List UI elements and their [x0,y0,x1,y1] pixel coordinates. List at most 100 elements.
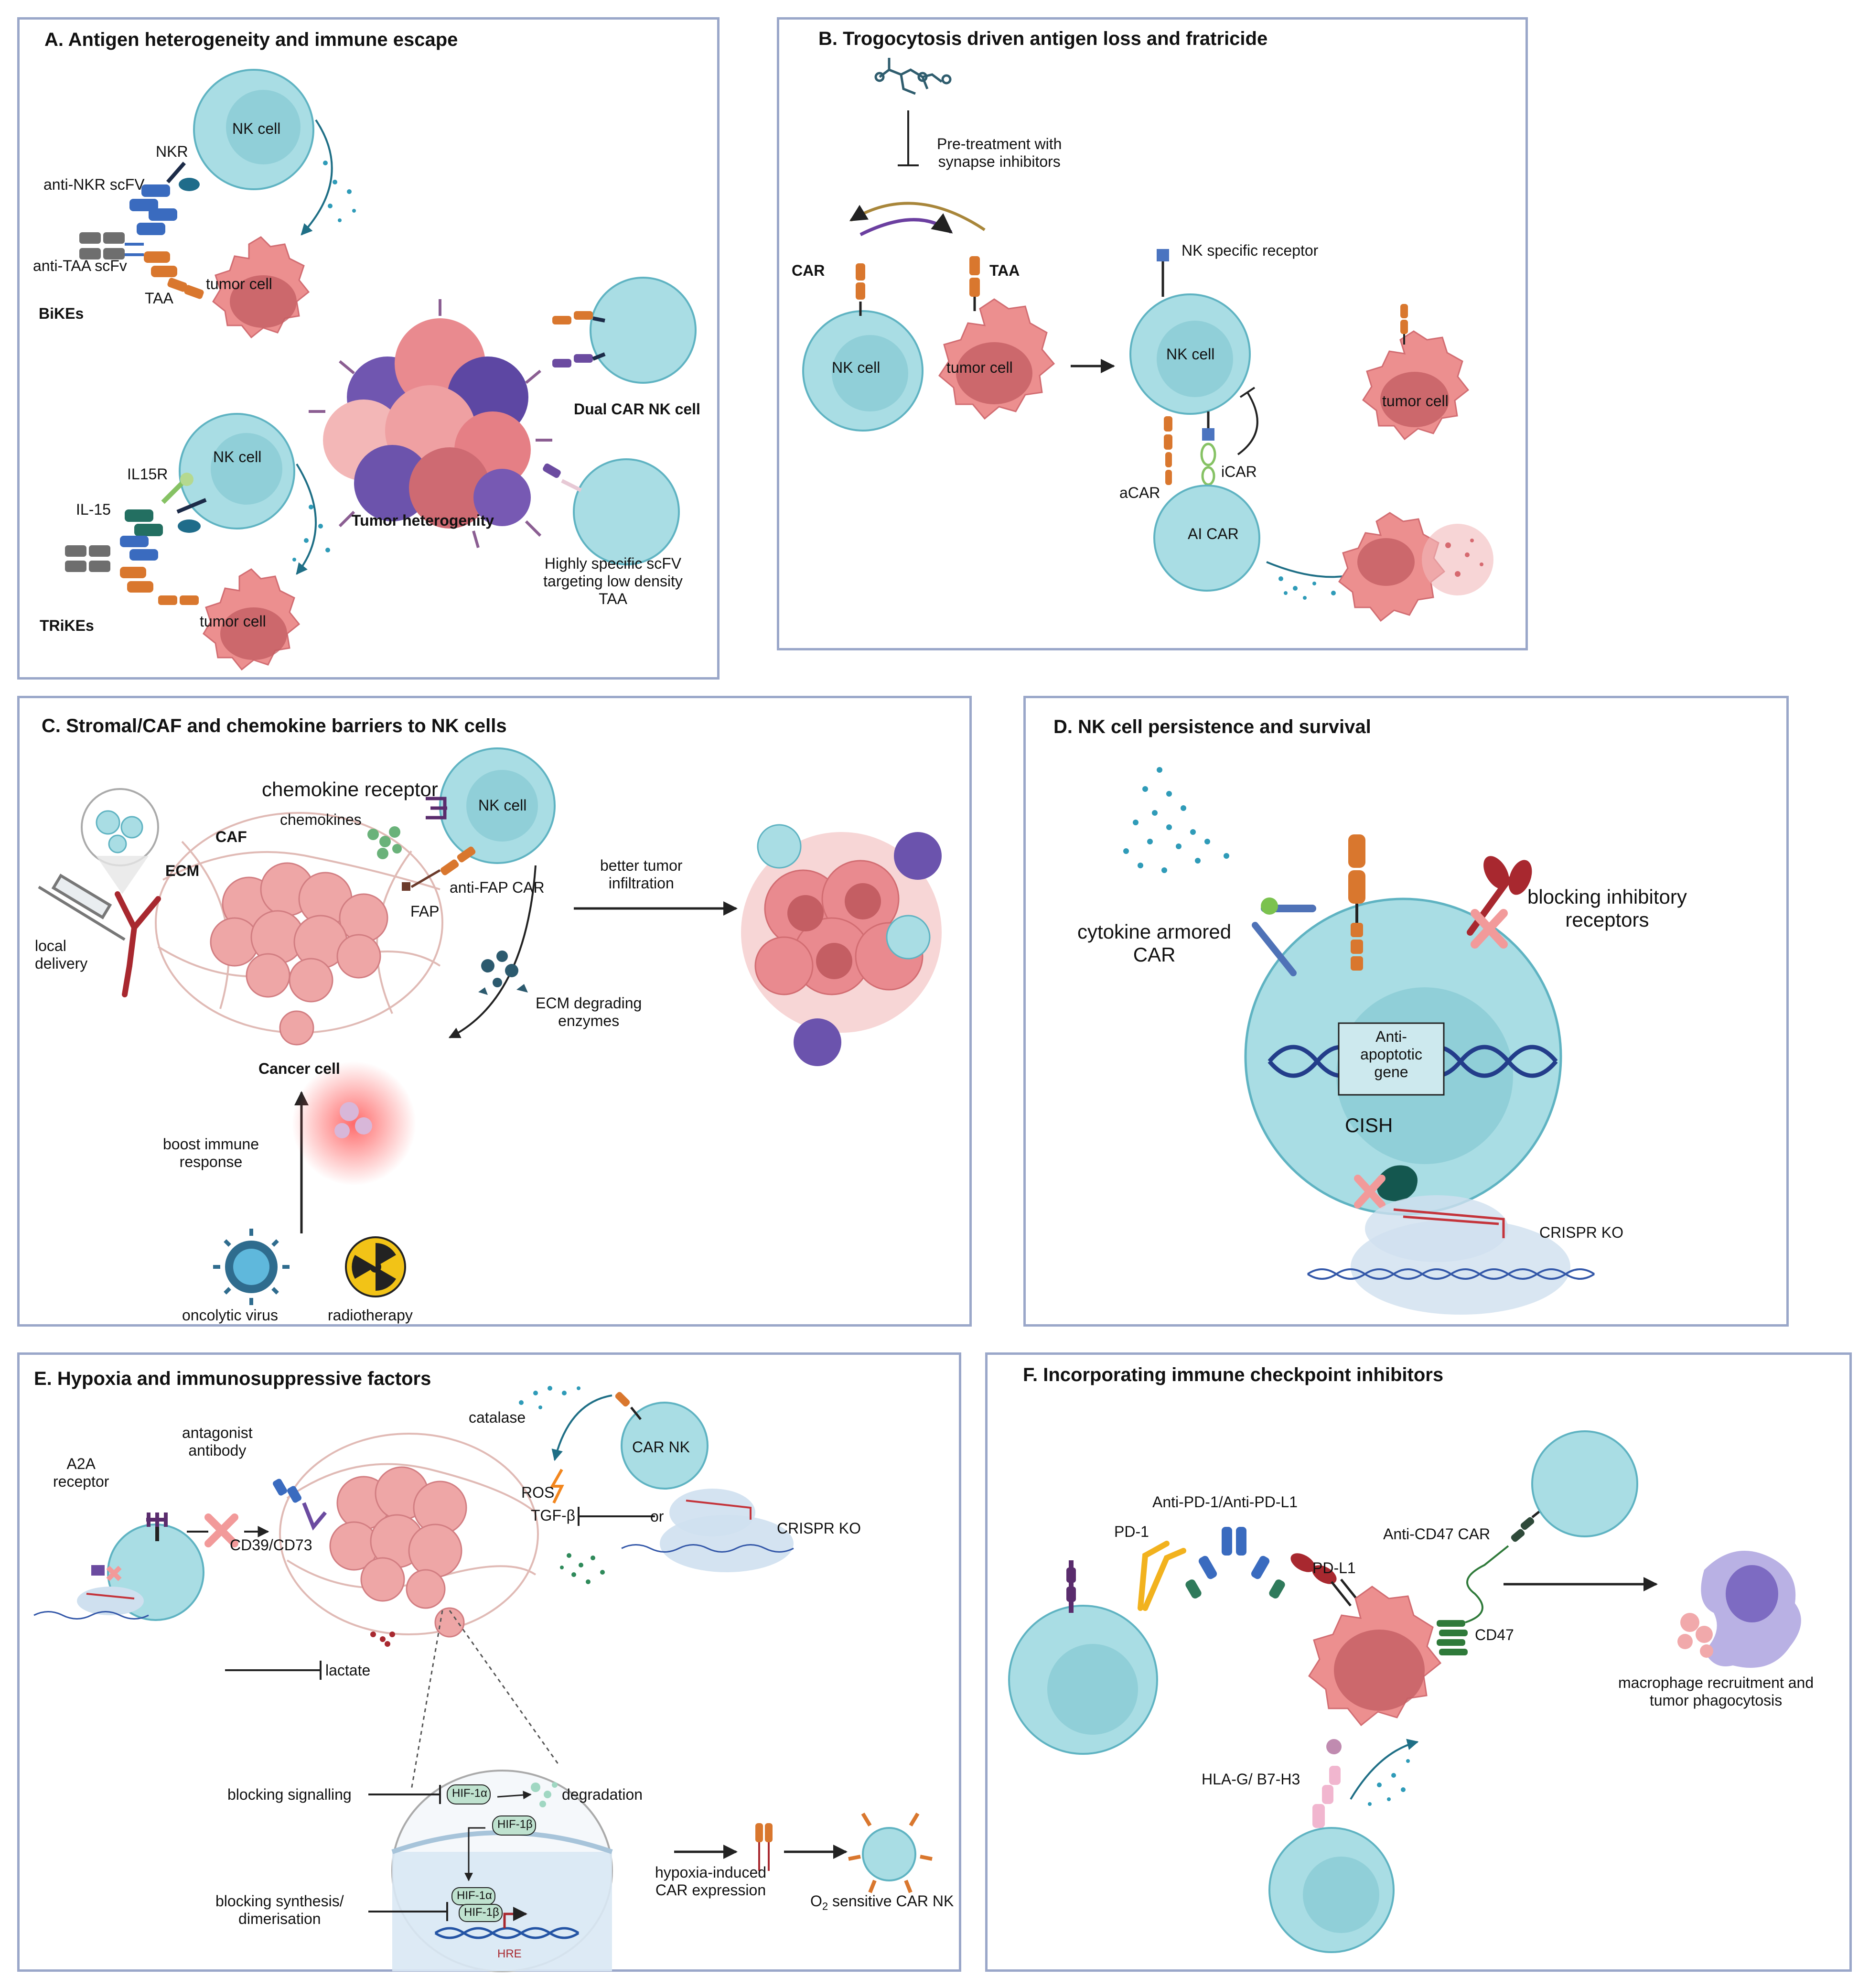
anti-nkr-scfv-icon [129,184,177,235]
panel-a-title: A. Antigen heterogeneity and immune esca… [44,29,458,50]
label-blocking-inhibitory: blocking inhibitory receptors [1527,886,1687,931]
ecm-enzymes-icon [478,951,528,995]
inhibition-line [898,110,919,166]
label-anti-fap-car: anti-FAP CAR [450,879,545,896]
panel-c: C. Stromal/CAF and chemokine barriers to… [17,696,972,1327]
infiltrated-tumor-cluster [741,824,942,1066]
label-or: or [650,1508,664,1525]
icar-icon [1200,443,1216,486]
label-crispr-ko: CRISPR KO [777,1520,861,1537]
label-antagonist-antibody: antagonist antibody [182,1424,253,1459]
nk-cell-icon [179,413,295,529]
nk-cell-icon [1129,293,1251,415]
synapse-inhibitor-molecule-icon [874,58,952,95]
nk-cell-icon [621,1402,709,1490]
panel-a: A. Antigen heterogeneity and immune esca… [17,17,720,680]
label-nk-cell: NK cell [213,448,262,465]
specific-scfv-icon [543,463,582,492]
anti-cd47-car-icon [1511,1507,1545,1542]
ai-car-nk-cell-icon [1153,485,1260,592]
catalase-arrow [551,1394,612,1461]
anti-taa-scfv-icon [144,251,177,277]
lactate-dots [370,1631,395,1647]
ros-lightning-icon [549,1469,564,1504]
panel-c-title: C. Stromal/CAF and chemokine barriers to… [42,715,507,736]
label-nkr: NKR [156,143,188,160]
cytokine-receptor-icon [1252,897,1316,976]
blocking-synthesis-line [368,1902,448,1921]
trogocytosis-arrow-forward [859,213,953,237]
label-radiotherapy: radiotherapy [328,1307,413,1324]
nk-cell-icon [1008,1605,1158,1755]
label-o2-sensitive: O2 sensitive CAR NK [810,1892,954,1912]
panel-d-title: D. NK cell persistence and survival [1053,716,1371,737]
block-x-icon [1354,1175,1386,1209]
nk-cell-icon [1531,1430,1638,1537]
nk-cell-icon [1268,1827,1395,1953]
anti-fap-car-icon [440,846,476,875]
label-better-infiltration: better tumor infiltration [600,857,683,892]
panel-f: F. Incorporating immune checkpoint inhib… [985,1352,1852,1972]
acar-icon [1164,416,1172,485]
car-receptor-icon [856,263,865,316]
label-cish: CISH [1345,1114,1393,1136]
macrophage-icon [1701,1551,1801,1668]
label-ros: ROS [521,1484,555,1501]
blocking-signalling-line [368,1785,441,1804]
label-acar: aCAR [1119,484,1160,501]
cancer-cell-cluster [210,862,388,1046]
label-ecm-enzymes: ECM degrading enzymes [536,994,642,1029]
crispr-cas-icon [33,1587,149,1620]
label-car-nk: CAR NK [632,1438,690,1456]
anti-apoptotic-gene-box [1338,1022,1445,1096]
label-crispr-ko: CRISPR KO [1539,1224,1624,1241]
tgf-beta-dots [560,1553,605,1584]
nkr-icon [178,519,201,533]
label-macrophage: macrophage recruitment and tumor phagocy… [1618,1674,1814,1709]
label-pretreatment: Pre-treatment with synapse inhibitors [937,135,1062,170]
immune-glow [292,1061,416,1186]
label-nk-cell: NK cell [232,120,281,137]
tumor-cell-icon [938,298,1055,420]
label-ecm: ECM [165,862,200,879]
crispr-cas-icon [1351,1195,1570,1315]
target-dna-icon [1307,1268,1595,1280]
label-hif1b: HIF-1β [497,1818,533,1831]
label-local-delivery: local delivery [35,937,88,972]
label-pdl1: PD-L1 [1312,1559,1356,1577]
pd1-icon [1066,1560,1076,1613]
edited-receptor-icon [91,1565,122,1581]
label-caf: CAF [215,828,247,845]
label-hif1b: HIF-1β [464,1906,499,1919]
label-degradation: degradation [562,1786,643,1803]
antagonist-antibody-icon [273,1479,301,1503]
label-cancer-cell: Cancer cell [258,1060,340,1077]
taa-antigen-icon [1400,304,1408,345]
nk-cell-icon [802,310,924,432]
anti-pd1-antibody-icon [1185,1527,1285,1599]
tumor-cell-icon [1308,1586,1442,1727]
nk-cell-icon [439,747,556,864]
label-il15: IL-15 [76,501,111,518]
dual-car-icon [552,311,606,367]
panel-f-title: F. Incorporating immune checkpoint inhib… [1023,1364,1444,1385]
crispr-cas-icon [621,1489,794,1572]
o2-sensitive-car-nk-icon [848,1812,933,1893]
label-oncolytic-virus: oncolytic virus [182,1307,278,1324]
cytokine-dots [1123,767,1229,873]
block-x-icon [1471,909,1508,949]
pd1-receptor-icon [1138,1541,1186,1611]
panel-c-art [38,747,942,1305]
panel-b: B. Trogocytosis driven antigen loss and … [777,17,1528,650]
lactate-inhibition [225,1661,322,1680]
nk-cell-icon [590,277,697,384]
label-tumor-cell: tumor cell [1382,392,1449,410]
label-taa: TAA [145,290,173,307]
panel-b-title: B. Trogocytosis driven antigen loss and … [818,28,1268,49]
label-fap: FAP [410,903,440,920]
catalase-car-icon [615,1392,642,1420]
label-hre: HRE [497,1947,522,1960]
a2a-receptor-icon [146,1513,168,1541]
label-nk-cell: NK cell [478,797,527,814]
label-tumor-cell: tumor cell [206,275,272,292]
